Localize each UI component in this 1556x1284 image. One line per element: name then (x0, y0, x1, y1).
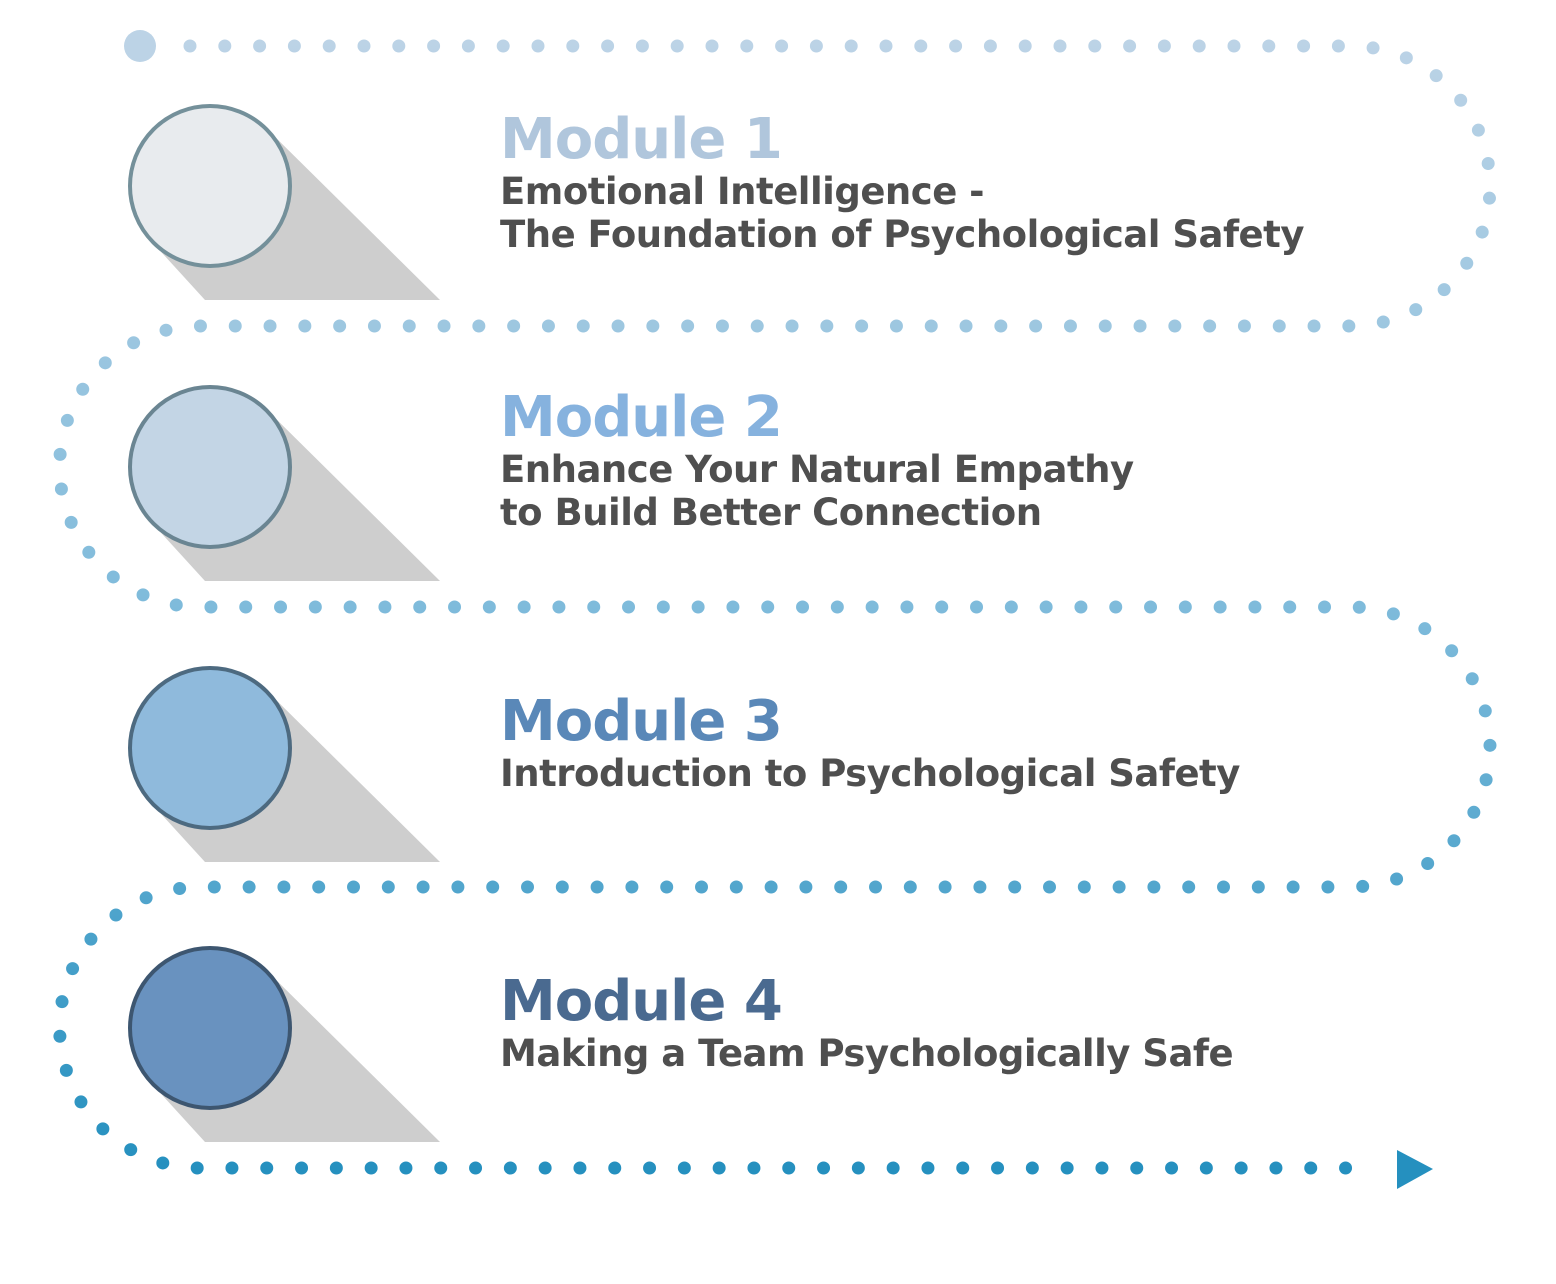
module-subtitle-line: Making a Team Psychologically Safe (500, 1032, 1234, 1075)
module-title: Module 2 (500, 385, 783, 450)
module-title: Module 1 (500, 107, 783, 172)
module-circle (128, 385, 292, 549)
module-circle (128, 666, 292, 830)
module-subtitle-line: The Foundation of Psychological Safety (500, 213, 1304, 256)
module-subtitle-line: Introduction to Psychological Safety (500, 752, 1240, 795)
path-start-dot (124, 30, 156, 62)
module-subtitle-line: to Build Better Connection (500, 491, 1042, 534)
module-circle (128, 104, 292, 268)
path-end-arrow-icon (1397, 1150, 1433, 1189)
module-title: Module 4 (500, 969, 783, 1034)
module-subtitle-line: Enhance Your Natural Empathy (500, 448, 1134, 491)
module-circle (128, 946, 292, 1110)
module-subtitle-line: Emotional Intelligence - (500, 170, 985, 213)
module-title: Module 3 (500, 689, 783, 754)
